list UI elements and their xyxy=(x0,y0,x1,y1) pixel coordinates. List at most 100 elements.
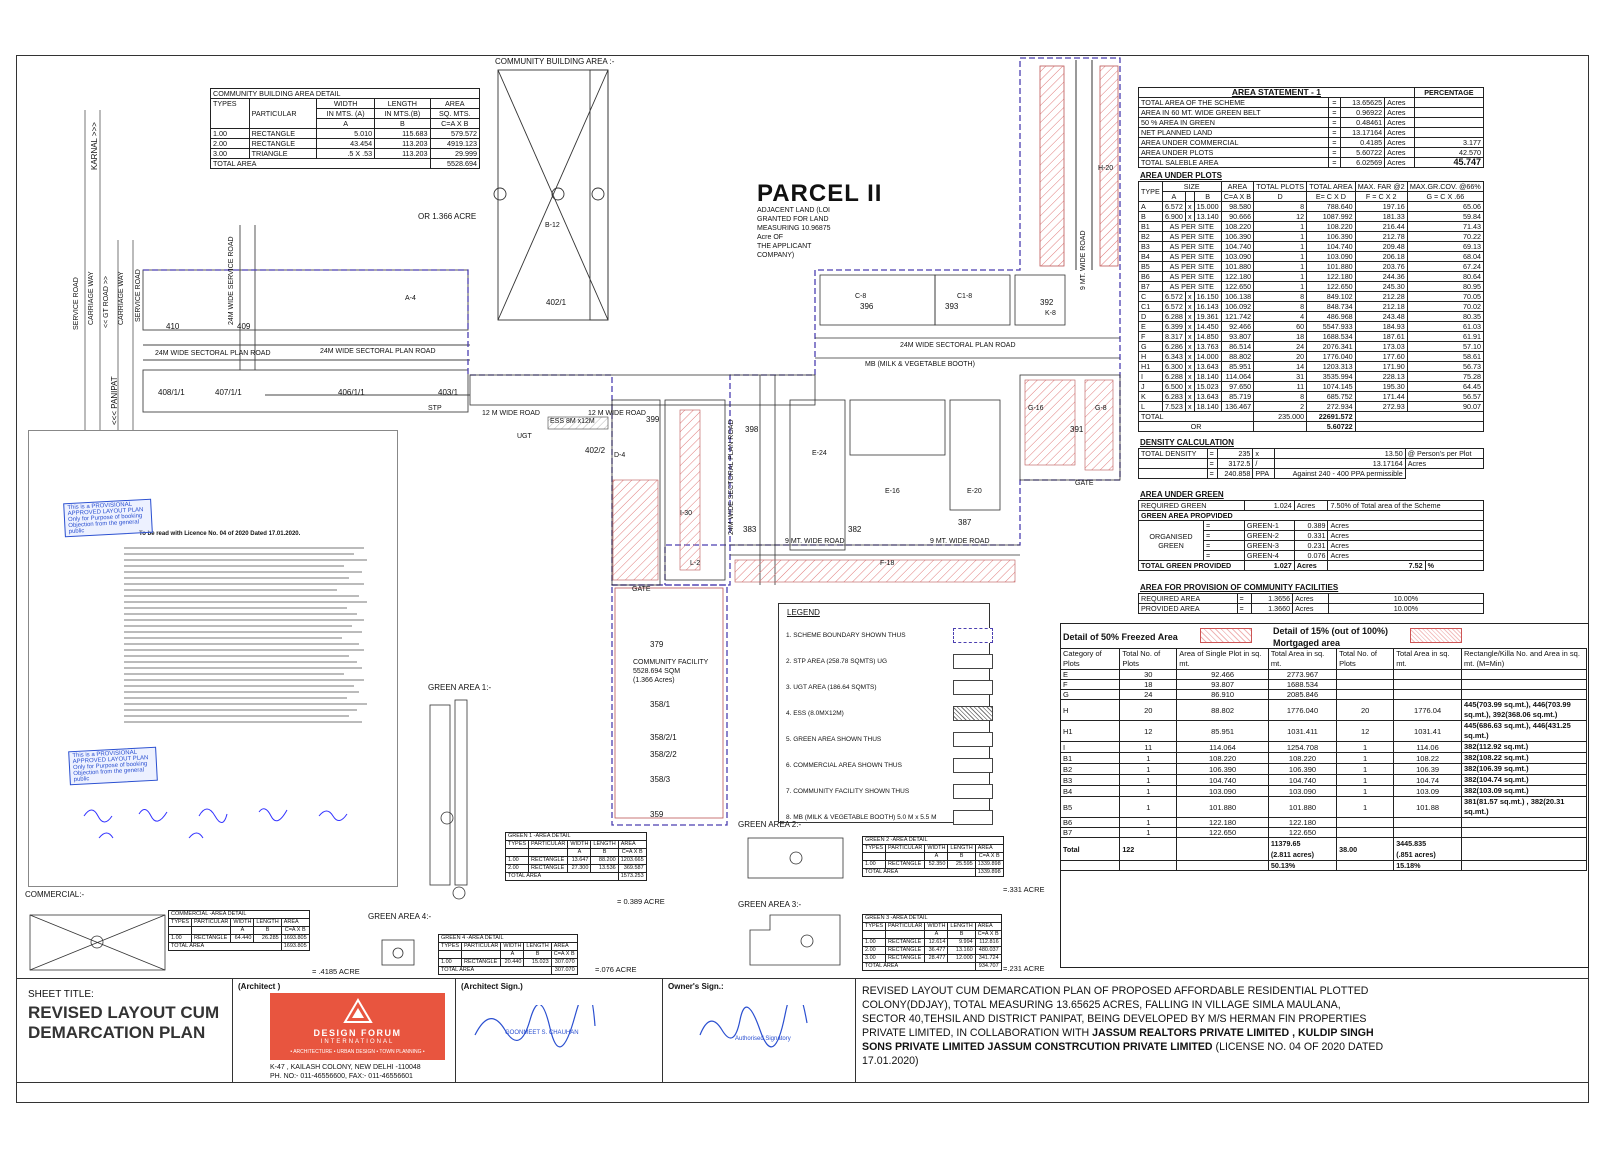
table-cell: 90.666 xyxy=(1220,211,1255,222)
table-cell: 13.536 xyxy=(590,864,619,873)
statement-label: AREA UNDER COMMERCIAL xyxy=(1138,137,1329,148)
eq: = xyxy=(1203,530,1245,541)
percentage-label: PERCENTAGE xyxy=(1413,87,1485,98)
legend-item-label: 2. STP AREA (258.78 SQMTS) UG xyxy=(786,658,888,665)
letter-cell: A xyxy=(1161,191,1186,202)
legend-item: 6. COMMERCIAL AREA SHOWN THUS xyxy=(786,758,993,774)
table-cell: 1.00 xyxy=(210,128,250,139)
table-cell: 88.802 xyxy=(1176,699,1269,721)
table-cell: 2085.846 xyxy=(1267,689,1338,700)
table-cell: 60 xyxy=(1253,321,1308,332)
freeze-50-swatch xyxy=(1200,628,1252,643)
legend-swatch xyxy=(953,758,993,773)
table-cell: 245.30 xyxy=(1354,281,1408,292)
freeze-15-swatch xyxy=(1410,628,1462,643)
block-label: 383 xyxy=(743,525,757,534)
plot-size-a: 6.572 xyxy=(1161,301,1186,312)
statement-unit: Acres xyxy=(1384,97,1415,108)
table-cell: 8 xyxy=(1253,301,1308,312)
table-cell: 235 xyxy=(1217,448,1254,459)
table-cell: 104.740 xyxy=(1220,241,1255,252)
table-cell: 26.285 xyxy=(253,934,282,943)
green-table: REQUIRED GREEN 1.024 Acres 7.50% of Tota… xyxy=(1138,500,1485,571)
statement-label: AREA IN 60 MT. WIDE GREEN BELT xyxy=(1138,107,1329,118)
table-cell: 103.090 xyxy=(1220,251,1255,262)
legend-item: 7. COMMUNITY FACILITY SHOWN THUS xyxy=(786,784,993,800)
license-note-document: To be read with Licence No. 04 of 2020 D… xyxy=(28,430,398,887)
table-cell xyxy=(1461,669,1587,680)
total-plots-15: 38.00 xyxy=(1336,837,1395,861)
table-cell: x xyxy=(1252,448,1275,459)
table-cell: 1688.534 xyxy=(1306,331,1356,342)
statement-value: 13.17164 xyxy=(1339,127,1386,138)
table-cell: 103.09 xyxy=(1393,785,1462,797)
col-header: Total No. of Plots xyxy=(1119,648,1178,670)
table-cell: 272.934 xyxy=(1306,401,1356,412)
col-header: WIDTH xyxy=(230,918,255,927)
plot-size-b: 19.361 xyxy=(1193,311,1222,322)
plot-size-b: 13.643 xyxy=(1193,361,1222,372)
table-cell: 108.22 xyxy=(1393,752,1462,764)
table-cell xyxy=(1393,669,1462,680)
owner-signature xyxy=(699,1005,808,1048)
table-cell: 13.50 xyxy=(1273,448,1406,459)
eq: = xyxy=(1203,540,1245,551)
col-header: AREA xyxy=(1220,181,1255,192)
table-cell: 108.220 xyxy=(1267,752,1338,764)
table-cell: 187.61 xyxy=(1354,331,1408,342)
plot-size: AS PER SITE xyxy=(1161,261,1222,272)
table-cell: 8 xyxy=(1253,291,1308,302)
plot-type: B2 xyxy=(1138,231,1163,242)
plot-size-a: 6.500 xyxy=(1161,381,1186,392)
green-unit: Acres xyxy=(1327,540,1484,551)
table-cell: 103.090 xyxy=(1306,251,1356,262)
legend-item: 1. SCHEME BOUNDARY SHOWN THUS xyxy=(786,628,993,644)
table-cell: 382(104.74 sq.mt.) xyxy=(1461,774,1587,786)
letter-cell: A xyxy=(567,848,592,857)
statement-unit: Acres xyxy=(1384,157,1415,168)
table-cell: 1.00 xyxy=(504,856,530,865)
table-cell: 108.220 xyxy=(1176,752,1269,764)
green-value: 0.076 xyxy=(1293,550,1329,561)
provisional-stamp: This is a PROVISIONAL APPROVED LAYOUT PL… xyxy=(63,498,153,538)
legend-item-label: 7. COMMUNITY FACILITY SHOWN THUS xyxy=(786,788,910,795)
divider xyxy=(455,978,456,1082)
parcel-note-line: Acre OF xyxy=(757,234,784,241)
statement-unit: Acres xyxy=(1384,147,1415,158)
green-area-4-heading: GREEN AREA 4:- xyxy=(368,912,432,921)
sheet-title: REVISED LAYOUT CUM DEMARCATION PLAN xyxy=(28,1003,220,1042)
table-cell: 20 xyxy=(1253,351,1308,362)
table-cell: 93.807 xyxy=(1176,679,1269,690)
table-cell: 1 xyxy=(1336,774,1395,786)
road-label: 24M WIDE SECTORAL PLAN ROAD xyxy=(320,348,436,355)
karnal-direction: KARNAL >>> xyxy=(90,122,99,170)
total-area-50: 11379.65(2.811 acres) xyxy=(1267,837,1338,861)
area-statement-title: AREA STATEMENT - 1 xyxy=(1138,87,1415,98)
plot-size-b: 15.000 xyxy=(1193,201,1222,212)
table-cell: B5 xyxy=(1059,796,1121,818)
block-label: 396 xyxy=(860,302,874,311)
table-cell: 113.203 xyxy=(374,148,431,159)
total-plots: 235.000 xyxy=(1253,411,1308,422)
table-cell: 1339.898 xyxy=(974,860,1004,869)
density-title: DENSITY CALCULATION xyxy=(1140,438,1234,447)
table-cell: 2.00 xyxy=(861,946,887,955)
plot-type: B6 xyxy=(1138,271,1163,282)
col-header: TYPES xyxy=(504,840,530,849)
table-cell: 52.350 xyxy=(924,860,949,869)
